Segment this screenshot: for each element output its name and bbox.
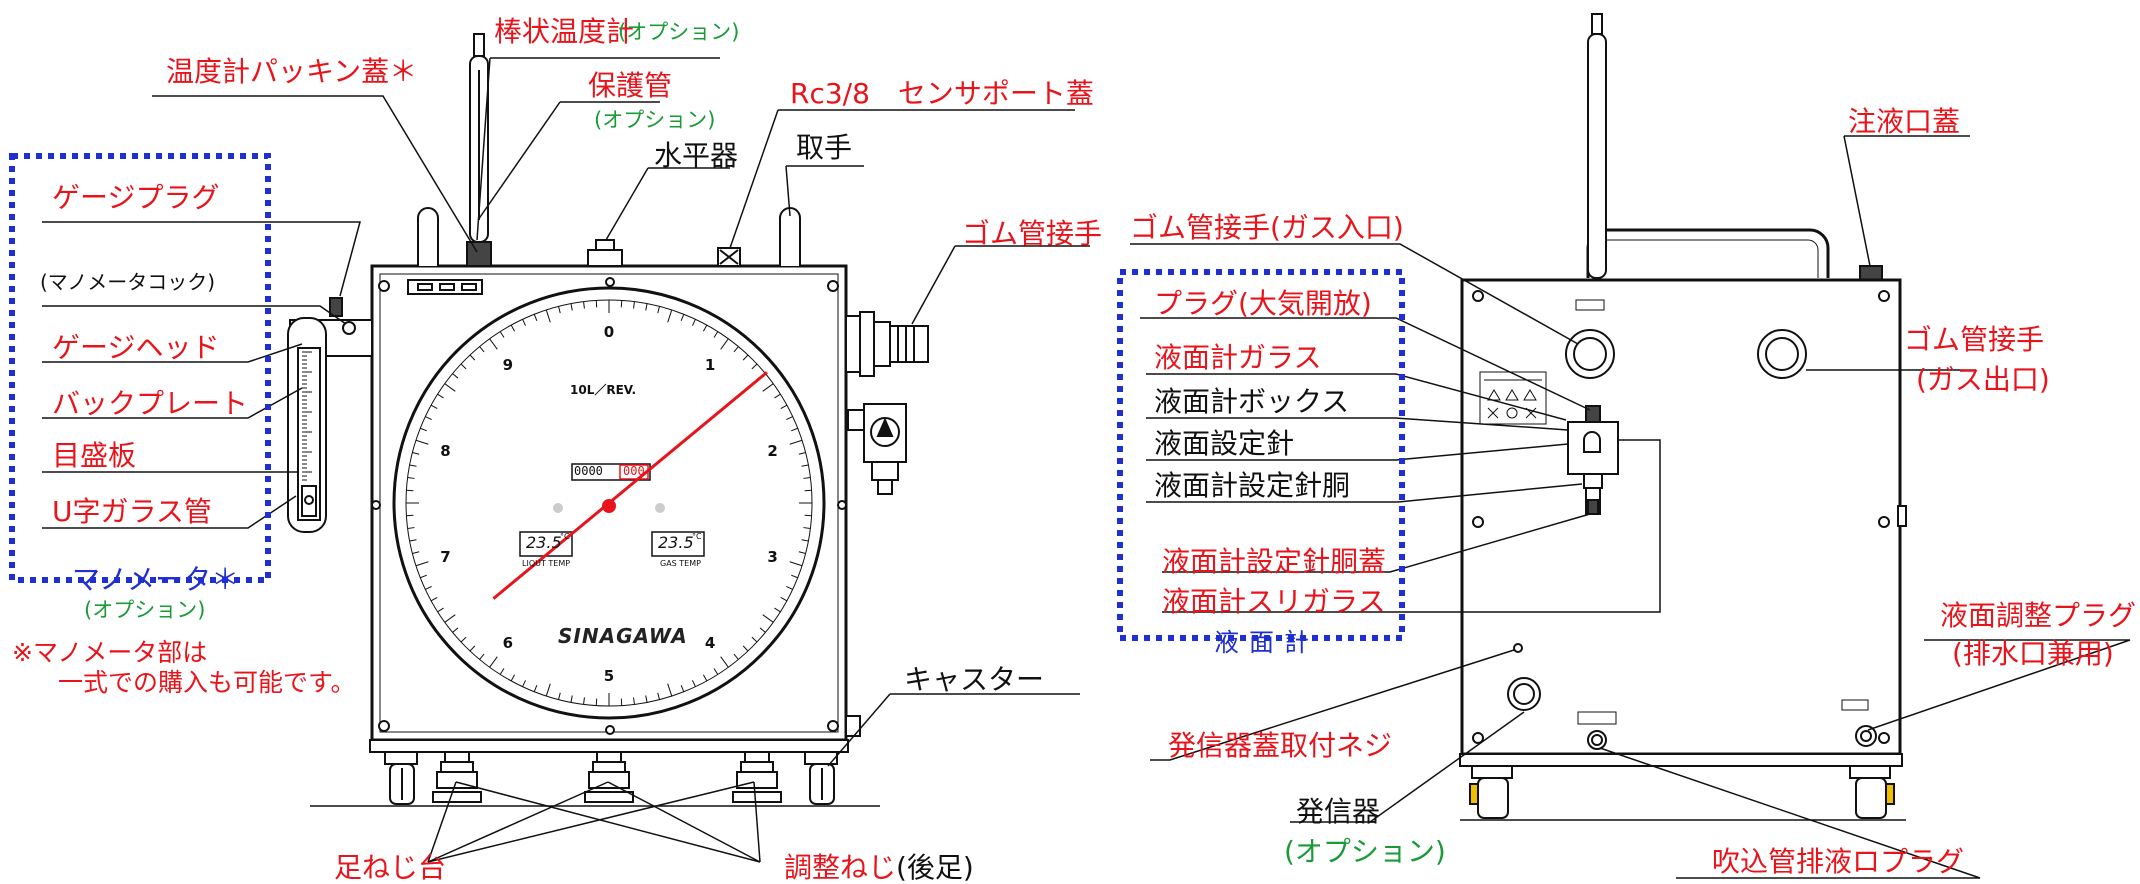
label-note-line1: ※マノメータ部は — [12, 640, 207, 665]
label-needle-body: 液面計設定針胴 — [1154, 472, 1350, 500]
dial-number: 7 — [440, 548, 450, 566]
label-gauge-plug: ゲージプラグ — [52, 184, 219, 212]
caster-right — [805, 752, 837, 804]
label-gas-outlet: ゴム管接手 — [1904, 326, 2044, 354]
dial-number: 9 — [503, 356, 513, 374]
manometer — [288, 298, 372, 532]
label-level-adjust-plug: 液面調整プラグ — [1940, 602, 2136, 630]
gas-outlet-fitting — [1758, 330, 1806, 378]
side-sensor — [848, 404, 906, 494]
dial-number: 8 — [440, 442, 450, 460]
label-adjust-screw-note: (後足) — [896, 854, 974, 882]
dial-number: 2 — [767, 442, 777, 460]
label-gauge-glass: 液面計ガラス — [1154, 344, 1321, 372]
dial-number: 3 — [767, 548, 777, 566]
dial-counter: 0000 — [574, 465, 603, 477]
side-small-fitting — [846, 716, 860, 736]
label-foot-base: 足ねじ台 — [334, 854, 446, 882]
bar-thermometer — [467, 34, 491, 266]
label-adjust-screw: 調整ねじ — [784, 854, 896, 882]
label-back-plate: バックプレート — [52, 390, 248, 418]
brand-logo: SINAGAWA — [558, 626, 688, 646]
label-u-tube: U字ガラス管 — [52, 498, 212, 526]
gas-meter-side-view — [1460, 14, 1906, 820]
adjust-foot-2 — [585, 752, 633, 802]
label-level-needle: 液面設定針 — [1154, 430, 1294, 458]
label-gas-outlet-sub: (ガス出口) — [1916, 366, 2050, 394]
label-transmitter-option: (オプション) — [1284, 838, 1446, 866]
label-thermometer-packing-cap: 温度計パッキン蓋＊ — [166, 58, 417, 86]
label-level-gauge-group: 液面計 — [1214, 630, 1319, 655]
label-manometer-option: (オプション) — [84, 600, 205, 621]
gas-temp-unit: °C — [692, 533, 702, 541]
dial-number: 6 — [503, 634, 513, 652]
label-needle-body-cap: 液面計設定針胴蓋 — [1162, 548, 1386, 576]
blowin-drain-plug — [1588, 731, 1606, 749]
caster-left — [385, 752, 417, 804]
needle-hub — [602, 499, 616, 513]
dial-number: 4 — [705, 634, 715, 652]
label-blowin-drain-plug: 吹込管排液ロプラグ — [1712, 848, 1964, 876]
label-scale-plate: 目盛板 — [52, 442, 136, 470]
label-level-adjust-plug-sub: (排水口兼用) — [1952, 640, 2114, 668]
adjust-foot-1 — [433, 752, 481, 802]
label-handle: 取手 — [796, 134, 852, 162]
label-rubber-joint: ゴム管接手 — [962, 220, 1102, 248]
liquid-temp-unit: °C — [560, 533, 570, 541]
label-caster: キャスター — [904, 666, 1044, 694]
label-bar-thermometer: 棒状温度計 — [494, 18, 634, 46]
liquid-temp-value: 23.5 — [526, 535, 562, 551]
transmitter-socket — [1508, 678, 1540, 710]
label-protection-tube-option: (オプション) — [594, 110, 715, 131]
gas-temp-value: 23.5 — [658, 535, 694, 551]
label-plug-open: プラグ(大気開放) — [1154, 290, 1372, 318]
level-device — [588, 240, 622, 266]
liquid-temp-label: LIQUT TEMP — [522, 560, 570, 568]
dial-rate: 10L／REV. — [570, 384, 636, 396]
label-note-line2: 一式での購入も可能です。 — [58, 670, 356, 695]
caution-label — [1480, 372, 1546, 424]
label-bar-thermometer-option: (オプション) — [618, 22, 739, 43]
label-transmitter-screw: 発信器蓋取付ネジ — [1168, 732, 1392, 760]
label-manometer-cock: (マノメータコック) — [40, 272, 215, 292]
sensor-port-cap — [718, 248, 740, 266]
label-frosted-glass: 液面計スリガラス — [1162, 588, 1385, 616]
adjust-foot-3 — [733, 752, 781, 802]
label-gauge-box: 液面計ボックス — [1154, 388, 1349, 416]
rubber-joint-left-unit — [846, 312, 928, 376]
label-fill-cap: 注液口蓋 — [1848, 108, 1960, 136]
dial-counter-red: 000 — [623, 465, 645, 477]
side-caster-left — [1470, 766, 1512, 818]
gas-inlet-fitting — [1566, 330, 1614, 378]
label-level: 水平器 — [654, 142, 738, 170]
side-caster-right — [1850, 766, 1894, 818]
label-gauge-head: ゲージヘッド — [52, 334, 219, 362]
label-manometer-group: マノメータ＊ — [72, 566, 239, 594]
label-protection-tube: 保護管 — [588, 72, 672, 100]
dial-number: 5 — [604, 667, 614, 685]
dial-number: 1 — [705, 356, 715, 374]
label-gas-inlet: ゴム管接手(ガス入口) — [1130, 214, 1404, 242]
dial-number: 0 — [604, 323, 614, 341]
gas-temp-label: GAS TEMP — [660, 560, 701, 568]
label-transmitter: 発信器 — [1296, 798, 1380, 826]
label-sensor-port-cap: Rc3/8 センサポート蓋 — [790, 80, 1094, 108]
